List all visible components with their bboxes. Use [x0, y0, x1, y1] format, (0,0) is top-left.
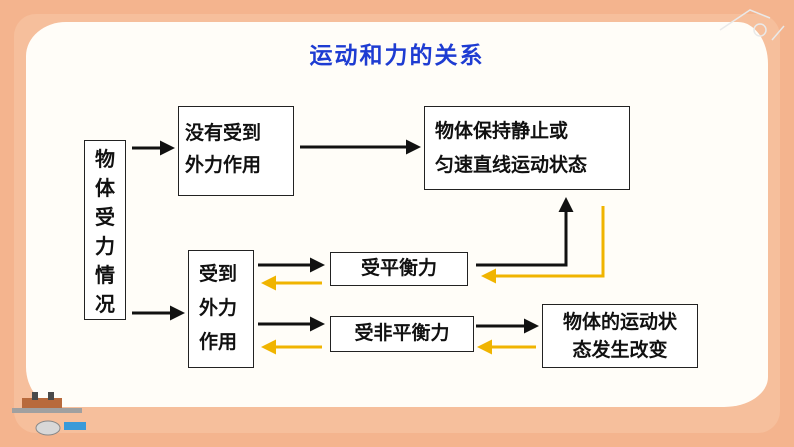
switch-base-icon: [22, 398, 62, 408]
external-force-line: 作用: [199, 331, 238, 353]
wire-icon: [12, 408, 82, 413]
maintain-state-box: 物体保持静止或 匀速直线运动状态: [424, 106, 630, 190]
force-condition-char: 受: [95, 205, 115, 229]
external-force-box: 受到 外力 作用: [188, 250, 254, 368]
force-condition-box: 物 体 受 力 情 况: [84, 140, 126, 320]
balanced-force-box: 受平衡力: [330, 252, 468, 286]
bulb-base-icon: [35, 420, 61, 436]
no-external-force-box: 没有受到 外力作用: [178, 106, 294, 196]
no-external-force-line: 没有受到: [185, 122, 262, 144]
corner-doodle-icon: [719, 9, 785, 41]
state-change-box: 物体的运动状 态发生改变: [542, 304, 698, 368]
state-change-line: 物体的运动状: [562, 311, 677, 333]
maintain-state-line: 物体保持静止或: [435, 120, 569, 142]
battery-icon: [64, 422, 86, 430]
external-force-line: 受到: [199, 263, 238, 285]
maintain-state-line: 匀速直线运动状态: [435, 154, 588, 176]
page-title: 运动和力的关系: [309, 43, 485, 69]
no-external-force-line: 外力作用: [185, 154, 262, 176]
gold-arrow-state-to-balanced: [481, 206, 605, 284]
force-condition-char: 体: [95, 176, 115, 200]
circuit-illustration: [12, 392, 86, 436]
unbalanced-force-box: 受非平衡力: [330, 316, 474, 352]
balanced-force-label: 受平衡力: [360, 257, 437, 279]
force-condition-char: 力: [95, 234, 115, 258]
force-condition-char: 情: [95, 263, 115, 287]
state-change-line: 态发生改变: [572, 339, 668, 361]
arrow-balanced-up-to-state: [476, 197, 574, 267]
external-force-line: 外力: [199, 297, 238, 319]
unbalanced-force-label: 受非平衡力: [354, 322, 450, 344]
force-condition-char: 物: [95, 147, 115, 171]
switch-terminal-icon: [32, 392, 38, 400]
force-condition-char: 况: [95, 292, 115, 316]
